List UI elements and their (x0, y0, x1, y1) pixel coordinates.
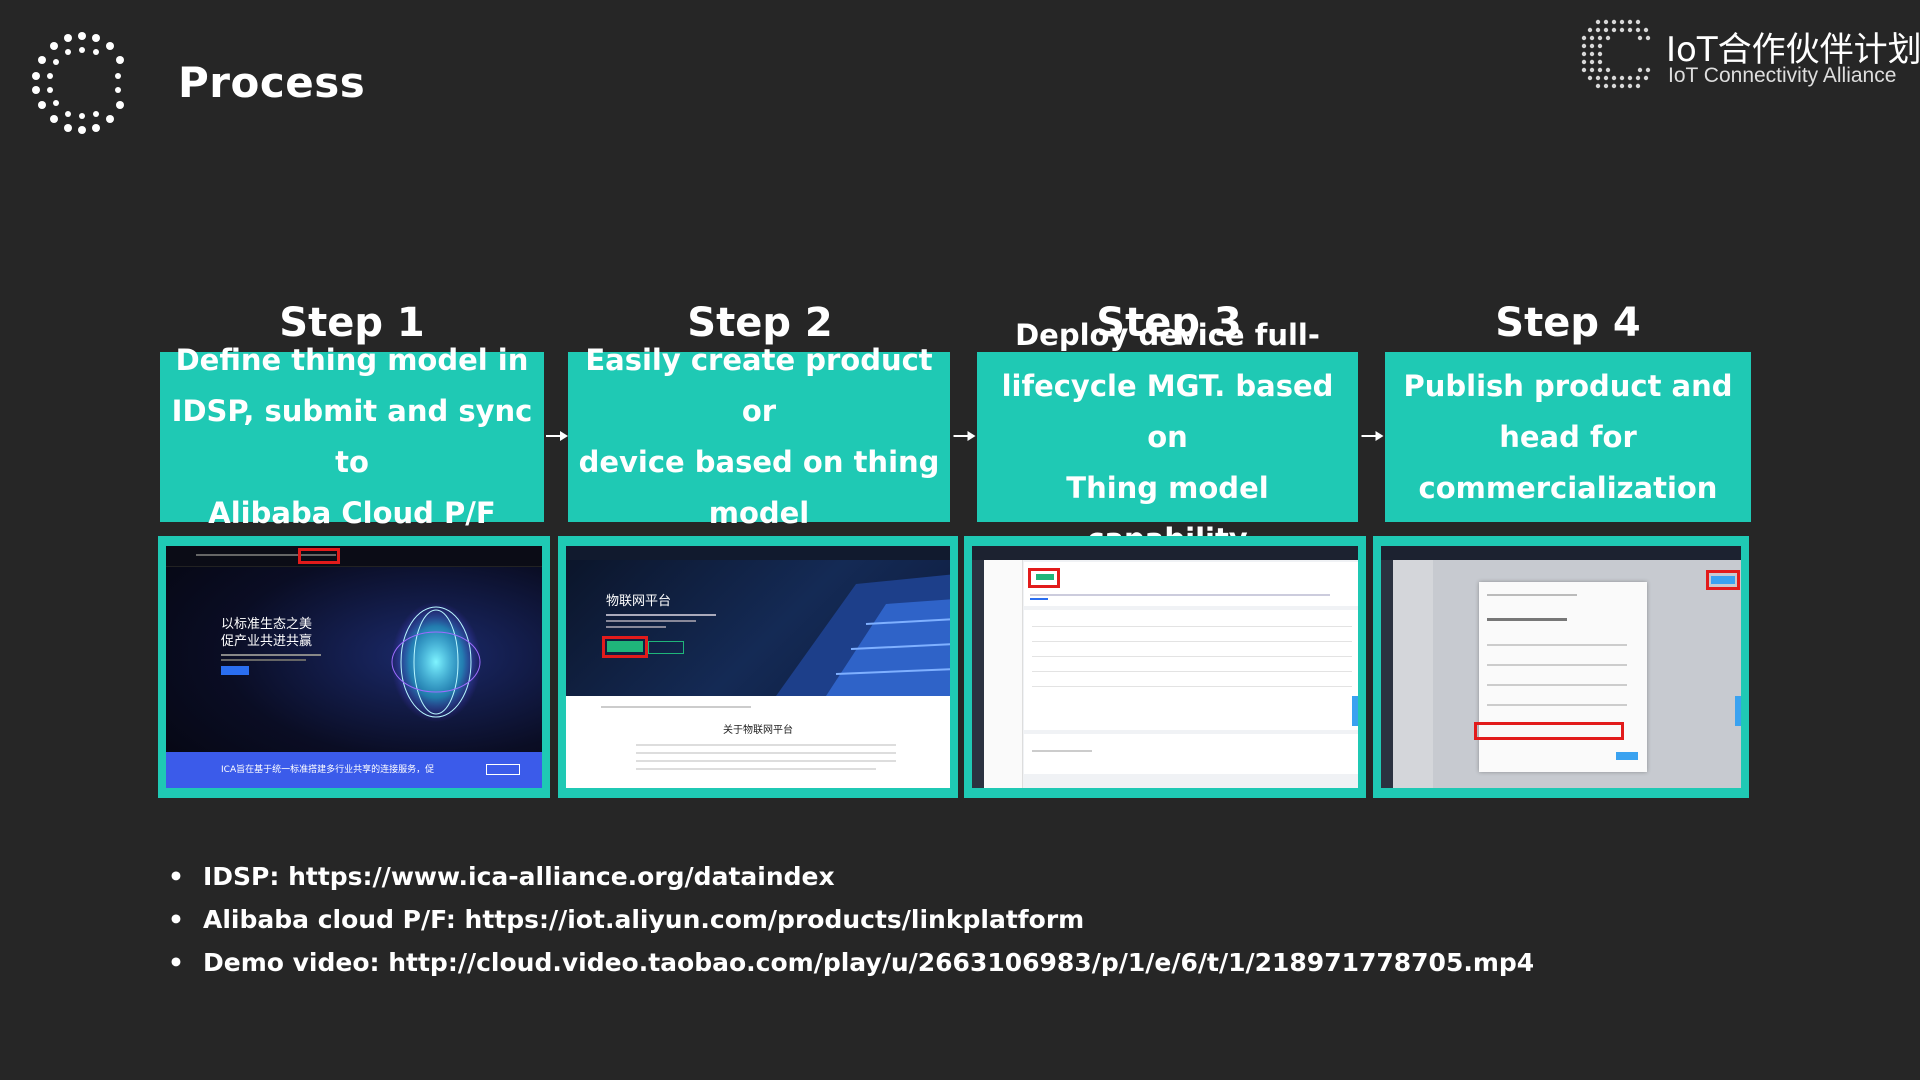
highlight-box (1474, 722, 1624, 740)
bullet: • (168, 862, 184, 891)
bullet: • (168, 948, 184, 977)
arrow-right-icon (1359, 430, 1384, 442)
building-image (716, 564, 950, 696)
demo-video-link[interactable]: Demo video: http://cloud.video.taobao.co… (203, 948, 1534, 977)
wireframe-sphere-image (376, 584, 496, 734)
brand-logo: IoT合作伙伴计划 IoT Connectivity Alliance (1578, 16, 1898, 98)
screen-headline: 以标准生态之美 (221, 616, 312, 633)
screen-section-title: 关于物联网平台 (566, 721, 950, 736)
step-2-screenshot: 物联网平台 关于物联网平台 (558, 536, 958, 798)
dot-grid-logo-icon (1578, 16, 1656, 94)
arrow-right-icon (544, 430, 568, 442)
idsp-link[interactable]: IDSP: https://www.ica-alliance.org/datai… (203, 862, 835, 891)
screen-footer-text: ICA旨在基于统一标准搭建多行业共享的连接服务，促 (221, 762, 434, 775)
highlight-box (1028, 568, 1060, 588)
step-3-description: Deploy device full-lifecycle MGT. based … (977, 352, 1358, 522)
page-title: Process (178, 58, 365, 107)
step-4-title: Step 4 (1385, 300, 1751, 346)
screen-headline: 促产业共进共赢 (221, 633, 312, 650)
company-logo-icon (30, 30, 135, 135)
bullet: • (168, 905, 184, 934)
highlight-box (298, 548, 340, 564)
step-3-screenshot (964, 536, 1366, 798)
step-4-screenshot (1373, 536, 1749, 798)
screen-headline: 物联网平台 (606, 590, 671, 609)
highlight-box (602, 636, 648, 658)
arrow-right-icon (951, 430, 976, 442)
highlight-box (1706, 570, 1740, 590)
step-1-screenshot: 以标准生态之美 促产业共进共赢 ICA旨在基于统一标准搭建多行业共享的连接服务，… (158, 536, 550, 798)
brand-name-en: IoT Connectivity Alliance (1668, 64, 1896, 88)
alibaba-cloud-link[interactable]: Alibaba cloud P/F: https://iot.aliyun.co… (203, 905, 1084, 934)
